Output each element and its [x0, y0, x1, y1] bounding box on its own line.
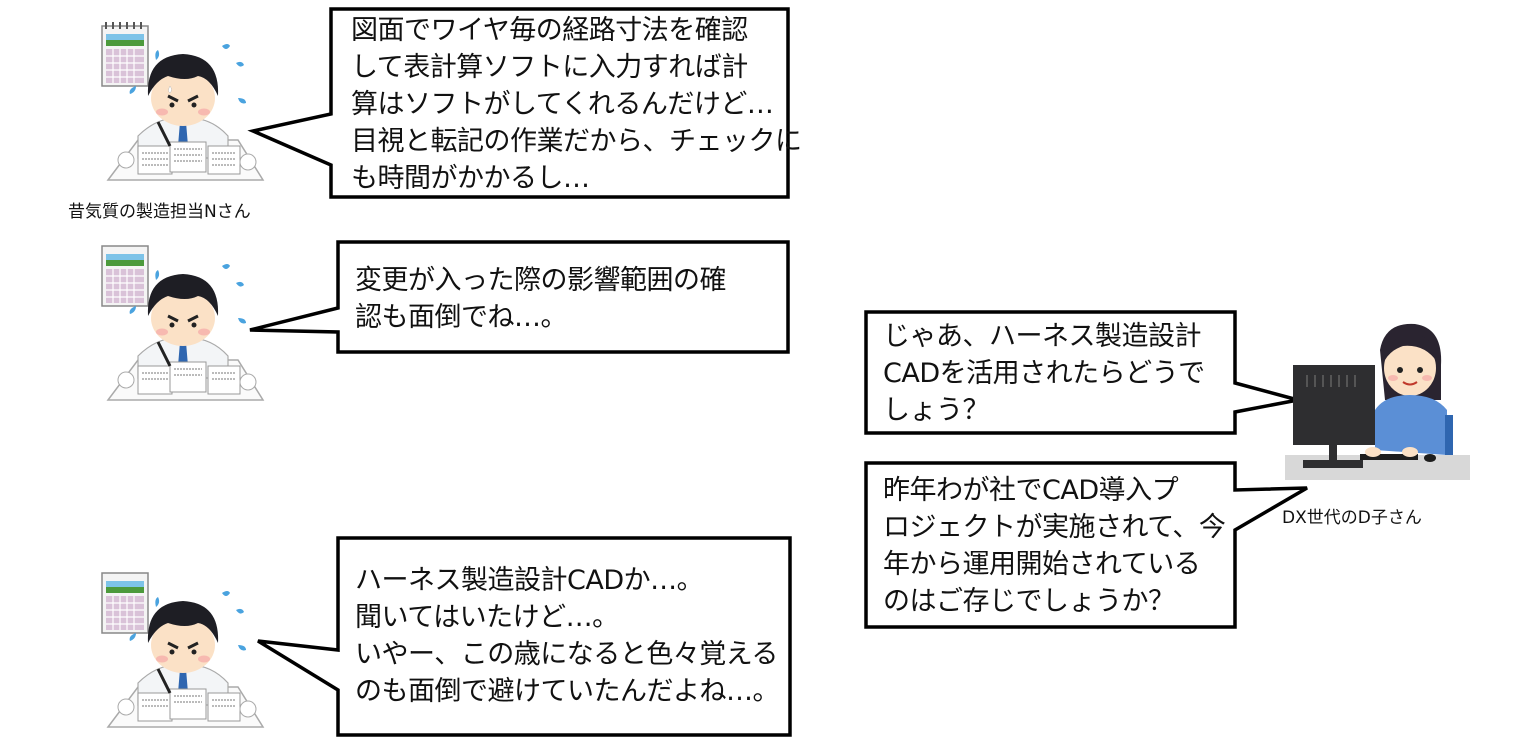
dialogue-line: 図面でワイヤ毎の経路寸法を確認 [351, 15, 748, 46]
worried-worker-illustration-3 [101, 572, 265, 728]
speech-bubble-3-text: ハーネス製造設計CADか…。 聞いてはいたけど…。 いやー、この歳になると色々覚… [355, 562, 780, 710]
worried-worker-illustration-2 [101, 245, 265, 401]
dialogue-line: 算はソフトがしてくれるんだけど… [351, 89, 774, 120]
speech-bubble-5-text: 昨年わが社でCAD導入プ ロジェクトが実施されて、今 年から運用開始されている … [883, 472, 1226, 620]
dialogue-line: 昨年わが社でCAD導入プ [883, 475, 1179, 506]
speaker-label-d-ko: DX世代のD子さん [1282, 508, 1422, 528]
speech-bubble-4-text: じゃあ、ハーネス製造設計 CADを活用されたらどうで しょう？ [883, 318, 1205, 429]
dialogue-line: 認も面倒でね…。 [355, 302, 568, 333]
dialogue-line: いやー、この歳になると色々覚える [355, 639, 778, 670]
dialogue-line: ロジェクトが実施されて、今 [883, 512, 1226, 543]
dialogue-line: 年から運用開始されている [883, 549, 1201, 580]
dialogue-line: 目視と転記の作業だから、チェックに [351, 126, 802, 157]
dialogue-line: も時間がかかるし… [351, 163, 590, 194]
calendar-icon [101, 245, 149, 307]
speech-bubble-3 [257, 536, 792, 737]
dialogue-line: して表計算ソフトに入力すれば計 [351, 52, 748, 83]
woman-at-computer-illustration [1285, 323, 1470, 480]
speech-bubble-2 [249, 240, 790, 354]
worried-worker-illustration-1 [101, 22, 265, 181]
dialogue-line: 変更が入った際の影響範囲の確 [355, 265, 727, 296]
speech-bubble-1 [247, 7, 790, 199]
dialogue-line: のはご存じでしょうか？ [883, 586, 1175, 617]
calendar-icon [101, 22, 149, 87]
dialogue-line: じゃあ、ハーネス製造設計 [883, 321, 1201, 352]
speech-bubble-2-text: 変更が入った際の影響範囲の確 認も面倒でね…。 [355, 262, 727, 336]
calendar-icon [101, 572, 149, 634]
dialogue-line: ハーネス製造設計CADか…。 [355, 565, 704, 596]
speaker-label-n-san: 昔気質の製造担当Nさん [68, 202, 251, 222]
speech-bubble-4 [864, 310, 1299, 435]
dialogue-line: 聞いてはいたけど…。 [355, 602, 619, 633]
speech-bubble-5 [864, 461, 1308, 629]
dialogue-line: CADを活用されたらどうで [883, 358, 1205, 389]
dialogue-line: しょう？ [883, 395, 989, 426]
dialogue-line: のも面倒で避けていたんだよね…。 [355, 676, 780, 707]
speech-bubble-1-text: 図面でワイヤ毎の経路寸法を確認 して表計算ソフトに入力すれば計 算はソフトがして… [351, 12, 802, 197]
